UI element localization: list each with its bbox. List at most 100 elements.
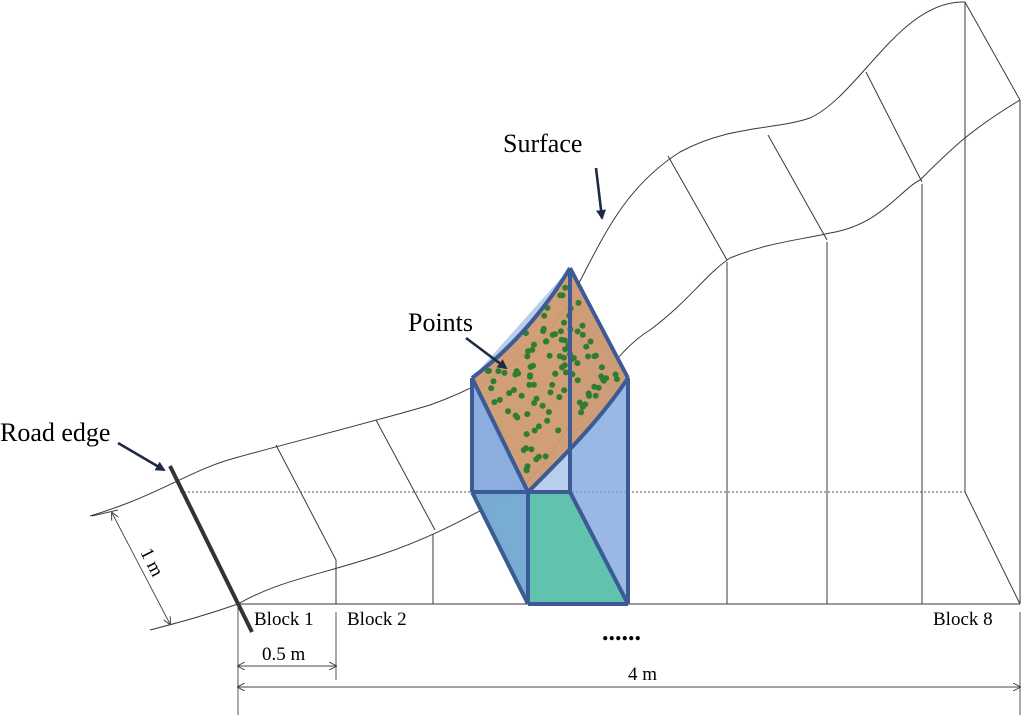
total-width-label: 4 m [628,664,657,685]
block-prism [470,266,630,606]
point-marker [575,299,582,306]
point-marker [531,427,538,434]
point-marker [561,337,568,344]
point-marker [562,346,569,353]
point-marker [598,364,605,371]
point-marker [562,369,569,376]
point-marker [561,362,568,369]
ground-right-line [964,491,1021,605]
point-marker [579,322,586,329]
point-marker [512,412,519,419]
block-2-label: Block 2 [347,609,407,630]
point-marker [583,343,590,350]
points-label: Points [408,308,473,337]
point-marker [510,387,517,393]
point-marker [527,373,533,380]
road-edge-label: Road edge [0,418,110,447]
point-marker [574,328,581,335]
point-marker [579,331,586,338]
surface-label: Surface [503,129,582,158]
point-marker [533,456,540,463]
point-marker [506,390,513,397]
point-marker [549,381,556,388]
height-label: 1 m [136,545,168,581]
point-marker [547,389,554,396]
point-marker [543,338,550,345]
point-marker [540,325,547,332]
point-marker [486,367,492,374]
point-marker [528,446,535,453]
point-marker [545,409,552,415]
surface-right-edge [964,1,1021,101]
ellipsis-label: ...... [602,617,641,646]
point-marker [555,427,562,434]
point-marker [587,338,594,345]
point-marker [585,353,591,360]
point-marker [612,371,619,378]
point-marker [574,360,581,367]
point-marker [546,352,553,359]
block-top-face [472,268,628,492]
point-marker [530,381,537,388]
block-division-lines [275,71,923,604]
point-marker [539,402,546,409]
surface-front-edge [149,99,1021,631]
point-marker [557,328,564,335]
point-marker [591,353,598,360]
point-marker [533,395,540,402]
point-marker [535,423,542,430]
point-marker [490,378,497,385]
point-marker [561,319,567,326]
point-marker [524,411,531,418]
point-marker [488,385,495,392]
point-marker [562,284,569,291]
point-marker [523,431,530,438]
point-marker [579,403,586,410]
point-marker [542,453,549,460]
height-dimension-line [112,513,170,624]
point-marker [570,355,577,361]
point-marker [598,373,605,380]
road-edge-line [168,465,254,633]
points-arrow [465,336,508,370]
point-marker [614,376,620,383]
point-marker [586,392,593,399]
point-marker [592,392,599,399]
point-marker [561,387,568,394]
point-marker [505,408,512,415]
point-marker [526,381,533,388]
point-marker [531,400,538,406]
point-marker [556,353,563,360]
point-marker [525,348,532,355]
block-1-label: Block 1 [254,609,314,630]
height-dimension-bottom-ext [149,622,177,631]
surface-arrow [594,167,607,220]
point-marker [576,399,583,406]
point-marker [495,368,502,375]
point-marker [531,341,537,348]
point-marker [491,399,498,406]
points-cloud [484,284,620,474]
point-marker [541,312,548,319]
point-marker [544,417,551,424]
point-marker [557,292,564,299]
point-marker [556,394,563,401]
block-width-label: 0.5 m [262,644,306,665]
point-marker [600,377,607,384]
point-marker [527,363,534,370]
point-marker [578,409,585,416]
point-marker [523,445,529,452]
point-marker [549,331,556,338]
point-marker [501,369,508,376]
point-marker [524,353,531,360]
point-marker [552,370,559,377]
point-marker [524,463,531,470]
block-8-label: Block 8 [933,609,993,630]
point-marker [515,370,522,377]
height-dimension-top-ext [91,509,119,517]
road-edge-arrow [117,441,166,472]
point-marker [574,377,581,384]
point-marker [496,396,503,403]
point-marker [518,392,525,399]
